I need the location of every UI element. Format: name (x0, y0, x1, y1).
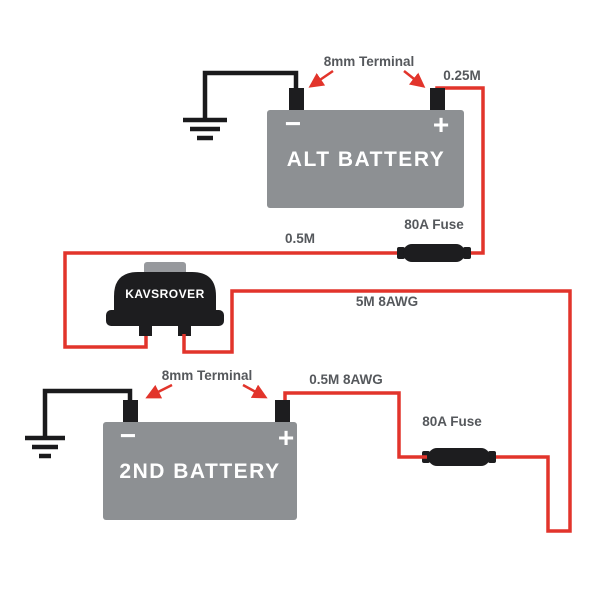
second-battery: − + 2ND BATTERY (103, 400, 297, 520)
terminal-arrow-top-right (403, 70, 426, 88)
alt-battery-positive-terminal (430, 88, 445, 112)
fuse-top-label: 80A Fuse (404, 217, 464, 232)
alt-battery-minus-sign: − (285, 108, 301, 139)
second-battery-label: 2ND BATTERY (119, 460, 280, 483)
fuse-bottom-label: 80A Fuse (422, 414, 482, 429)
terminal-arrow-top-left (308, 69, 334, 88)
wire-length-05m-8awg-label: 0.5M 8AWG (309, 372, 383, 387)
isolator-output-wire-5m (182, 289, 572, 533)
terminal-arrow-bottom-left (145, 383, 173, 399)
alt-battery-body (267, 110, 464, 208)
alt-battery-negative-terminal (289, 88, 304, 112)
isolator-dome (114, 272, 216, 316)
isolator-label: KAVSROVER (125, 287, 205, 301)
isolator-base (106, 310, 224, 326)
fuse-top-body (403, 244, 465, 262)
second-battery-negative-ground-wire (42, 388, 133, 438)
alt-battery-plus-sign: + (433, 109, 449, 140)
alt-battery-negative-ground-wire (202, 70, 299, 120)
wire-length-5m-8awg-label: 5M 8AWG (356, 294, 418, 309)
wire-length-05m-label: 0.5M (285, 231, 315, 246)
second-battery-negative-terminal (123, 400, 138, 424)
terminal-arrow-bottom-right (242, 383, 268, 399)
terminal-8mm-label-bottom: 8mm Terminal (162, 368, 253, 383)
second-battery-minus-sign: − (120, 420, 136, 451)
fuse-bottom (422, 448, 496, 466)
fuse-top-left-cap (397, 247, 405, 259)
fuse-bottom-body (428, 448, 490, 466)
fuse-top-right-cap (463, 247, 471, 259)
second-battery-positive-terminal (275, 400, 290, 424)
terminal-8mm-label-top: 8mm Terminal (324, 54, 415, 69)
second-battery-plus-sign: + (278, 422, 294, 453)
wire-length-025m-label: 0.25M (443, 68, 481, 83)
alt-battery: − + ALT BATTERY (267, 88, 464, 208)
fuse-top (397, 244, 471, 262)
alt-battery-label: ALT BATTERY (287, 148, 445, 171)
second-battery-body (103, 422, 297, 520)
fuse-bottom-right-cap (488, 451, 496, 463)
battery-isolator: KAVSROVER (106, 262, 224, 336)
second-battery-positive-wire (283, 391, 427, 459)
